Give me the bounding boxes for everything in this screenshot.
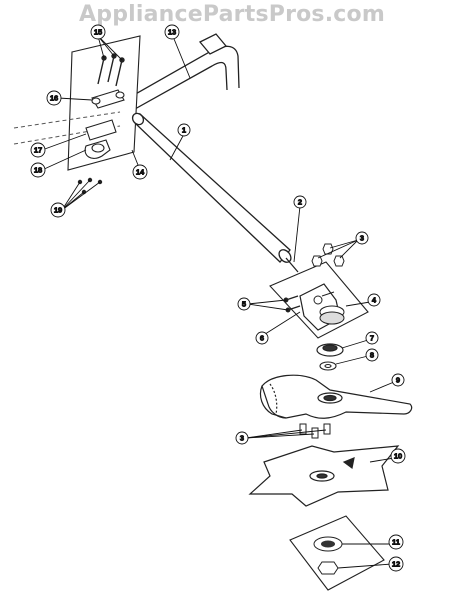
callout-13: 13 <box>164 24 180 40</box>
svg-text:12: 12 <box>392 560 400 569</box>
drive-shaft <box>285 257 299 273</box>
callout-16: 16 <box>46 90 62 106</box>
site-watermark: AppliancePartsPros.com <box>79 2 385 27</box>
callout-12: 12 <box>388 556 404 572</box>
callout-7: 7 <box>365 331 379 345</box>
blade-hub-panel <box>289 515 385 591</box>
callout-11: 11 <box>388 534 404 550</box>
svg-text:4: 4 <box>372 296 377 305</box>
gearhead-panel <box>269 261 369 339</box>
svg-text:17: 17 <box>34 146 42 155</box>
svg-text:9: 9 <box>396 376 400 385</box>
svg-text:18: 18 <box>34 166 42 175</box>
callout-3-upper: 3 <box>355 231 369 245</box>
svg-text:2: 2 <box>298 198 302 207</box>
callout-1: 1 <box>177 123 191 137</box>
callout-5: 5 <box>237 297 251 311</box>
main-shaft <box>131 112 292 263</box>
handle-screws <box>97 53 125 87</box>
lower-bolts <box>299 423 331 439</box>
svg-text:16: 16 <box>50 94 58 103</box>
callout-2: 2 <box>293 195 307 209</box>
svg-text:6: 6 <box>260 334 264 343</box>
callout-17: 17 <box>30 142 46 158</box>
callout-9: 9 <box>391 373 405 387</box>
blade-guard <box>259 374 413 419</box>
bearing-collar <box>316 343 344 357</box>
svg-text:11: 11 <box>392 538 400 547</box>
svg-text:13: 13 <box>168 28 176 37</box>
svg-text:15: 15 <box>94 28 102 37</box>
leader-lines <box>41 33 395 569</box>
callout-4: 4 <box>367 293 381 307</box>
svg-text:8: 8 <box>370 351 374 360</box>
callout-3-lower: 3 <box>235 431 249 445</box>
svg-text:5: 5 <box>242 300 246 309</box>
svg-text:1: 1 <box>182 126 186 135</box>
cutting-blade <box>248 445 400 507</box>
svg-text:14: 14 <box>136 168 145 177</box>
lower-handle-clamp <box>84 119 117 159</box>
callout-18: 18 <box>30 162 46 178</box>
upper-handle-clamp <box>91 89 125 109</box>
callout-19: 19 <box>50 202 66 218</box>
callouts: 1 2 3 4 5 6 7 8 9 3 10 11 12 13 14 15 16… <box>30 24 406 572</box>
svg-text:3: 3 <box>240 434 244 443</box>
callout-15: 15 <box>90 24 106 40</box>
callout-6: 6 <box>255 331 269 345</box>
svg-text:7: 7 <box>370 334 374 343</box>
callout-10: 10 <box>390 448 406 464</box>
washer <box>319 361 337 371</box>
svg-text:10: 10 <box>394 452 402 461</box>
svg-text:3: 3 <box>360 234 364 243</box>
svg-text:19: 19 <box>54 206 62 215</box>
callout-14: 14 <box>132 164 148 180</box>
callout-8: 8 <box>365 348 379 362</box>
upper-nuts <box>311 243 345 267</box>
